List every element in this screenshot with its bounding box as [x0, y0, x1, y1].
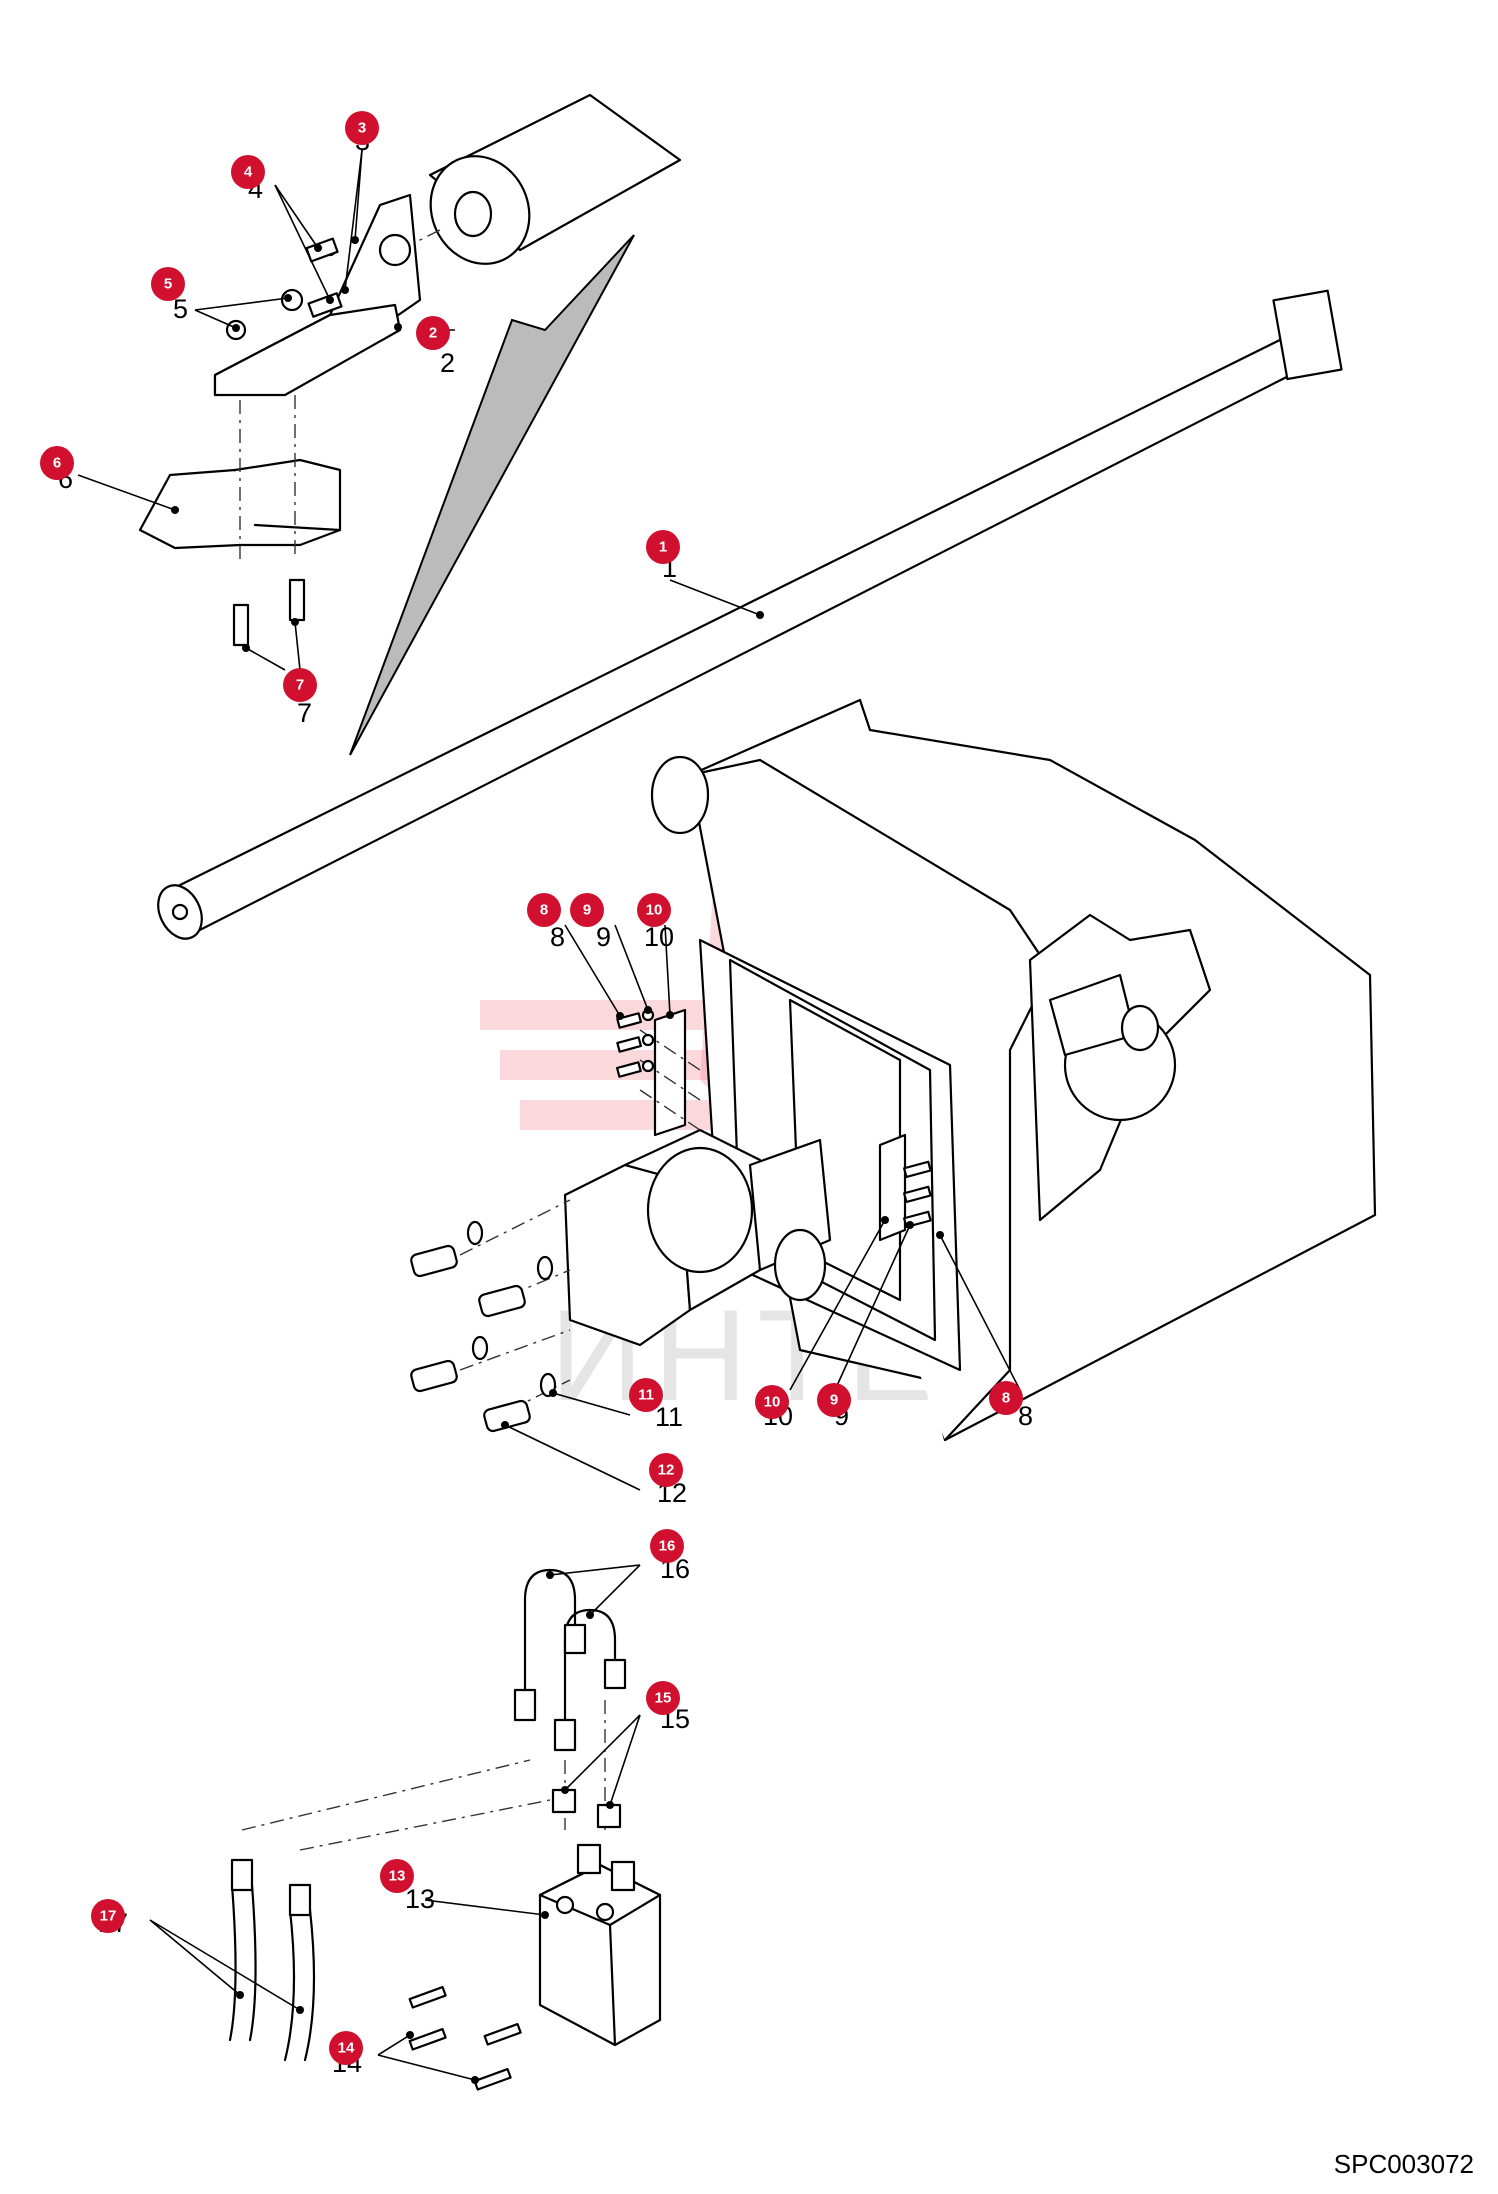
- long-shaft: [157, 289, 1343, 940]
- svg-text:11: 11: [655, 1402, 683, 1432]
- leader-lines: [77, 149, 1021, 2084]
- svg-text:8: 8: [540, 902, 548, 919]
- callout-badge-12[interactable]: 12: [649, 1453, 683, 1487]
- svg-text:16: 16: [659, 1538, 676, 1555]
- screws-14: [408, 1985, 522, 2091]
- svg-text:2: 2: [429, 325, 437, 342]
- pointer-arrow: [349, 234, 635, 756]
- svg-text:13: 13: [405, 1884, 435, 1914]
- svg-text:8: 8: [1018, 1401, 1033, 1431]
- svg-text:8: 8: [1002, 1390, 1010, 1407]
- svg-text:4: 4: [244, 164, 253, 181]
- svg-text:10: 10: [646, 902, 663, 919]
- callout-badge-15[interactable]: 15: [646, 1681, 680, 1715]
- svg-text:9: 9: [596, 922, 611, 952]
- svg-text:9: 9: [830, 1392, 838, 1409]
- callout-badge-14[interactable]: 14: [329, 2031, 363, 2065]
- bolts-left-group: [615, 1008, 655, 1078]
- bracket: [213, 193, 422, 397]
- svg-text:5: 5: [164, 276, 172, 293]
- callout-badge-11[interactable]: 11: [629, 1378, 663, 1412]
- drawing-code: SPC003072: [1333, 2149, 1474, 2179]
- callout-badge-9-top[interactable]: 9: [570, 893, 604, 927]
- callout-badge-4[interactable]: 4: [231, 155, 265, 189]
- cap-screws: [410, 1199, 571, 1433]
- svg-text:7: 7: [297, 698, 312, 728]
- svg-text:10: 10: [764, 1394, 781, 1411]
- screws-bottom: [232, 578, 306, 647]
- svg-text:13: 13: [389, 1868, 406, 1885]
- callout-badge-10-bottom[interactable]: 10: [755, 1385, 789, 1419]
- bolts-right-group: [903, 1160, 932, 1229]
- plate-right: [878, 1133, 907, 1242]
- svg-text:10: 10: [644, 922, 674, 952]
- svg-text:11: 11: [638, 1387, 654, 1404]
- callout-badge-8-top[interactable]: 8: [527, 893, 561, 927]
- hoses: [228, 1759, 551, 2062]
- motor-cylinder: [379, 93, 682, 265]
- svg-text:9: 9: [583, 902, 591, 919]
- svg-text:8: 8: [550, 922, 565, 952]
- svg-text:2: 2: [440, 348, 455, 378]
- callout-badge-8-bottom[interactable]: 8: [989, 1381, 1023, 1415]
- callout-badge-16[interactable]: 16: [650, 1529, 684, 1563]
- svg-text:14: 14: [338, 2040, 355, 2057]
- svg-text:1: 1: [659, 539, 667, 556]
- valve-block: [538, 1843, 662, 2047]
- callout-badge-9-bottom[interactable]: 9: [817, 1383, 851, 1417]
- cover-guard: [138, 395, 342, 560]
- svg-text:15: 15: [655, 1690, 672, 1707]
- callout-badge-5[interactable]: 5: [151, 267, 185, 301]
- svg-text:7: 7: [296, 677, 304, 694]
- svg-text:5: 5: [173, 294, 188, 324]
- svg-text:3: 3: [358, 120, 366, 137]
- callout-badge-13[interactable]: 13: [380, 1859, 414, 1893]
- fittings: [551, 1788, 622, 1829]
- callout-badge-7[interactable]: 7: [283, 668, 317, 702]
- callout-badge-1[interactable]: 1: [646, 530, 680, 564]
- svg-text:17: 17: [100, 1908, 117, 1925]
- callout-badge-2[interactable]: 2: [416, 316, 450, 350]
- callout-badge-3[interactable]: 3: [345, 111, 379, 145]
- callout-badge-10-top[interactable]: 10: [637, 893, 671, 927]
- callout-badge-17[interactable]: 17: [91, 1899, 125, 1933]
- gear-motor-block: [563, 1128, 832, 1347]
- svg-text:6: 6: [53, 455, 61, 472]
- svg-text:12: 12: [658, 1462, 675, 1479]
- callout-badge-6[interactable]: 6: [40, 446, 74, 480]
